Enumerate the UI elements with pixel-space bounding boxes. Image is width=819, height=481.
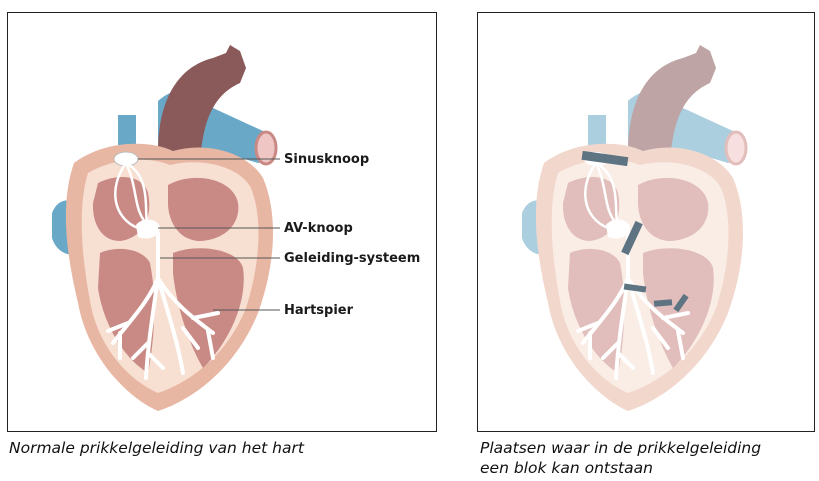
label-av-knoop: AV-knoop	[284, 221, 353, 236]
caption-conduction-block: Plaatsen waar in de prikkelgeleiding een…	[480, 438, 761, 478]
caption-normal-conduction: Normale prikkelgeleiding van het hart	[9, 438, 304, 458]
label-hartspier: Hartspier	[284, 303, 354, 318]
label-sinusknoop: Sinusknoop	[284, 152, 369, 167]
conduction-block-panel	[477, 12, 815, 432]
normal-conduction-panel: Sinusknoop AV-knoop Geleiding-systeem Ha…	[7, 12, 437, 432]
blocked-heart-illustration	[478, 13, 814, 431]
caption-line-1: Plaatsen waar in de prikkelgeleiding	[480, 438, 761, 458]
normal-heart-illustration: Sinusknoop AV-knoop Geleiding-systeem Ha…	[8, 13, 436, 431]
caption-line-2: een blok kan ontstaan	[480, 458, 761, 478]
label-geleiding-systeem: Geleiding-systeem	[284, 251, 420, 266]
